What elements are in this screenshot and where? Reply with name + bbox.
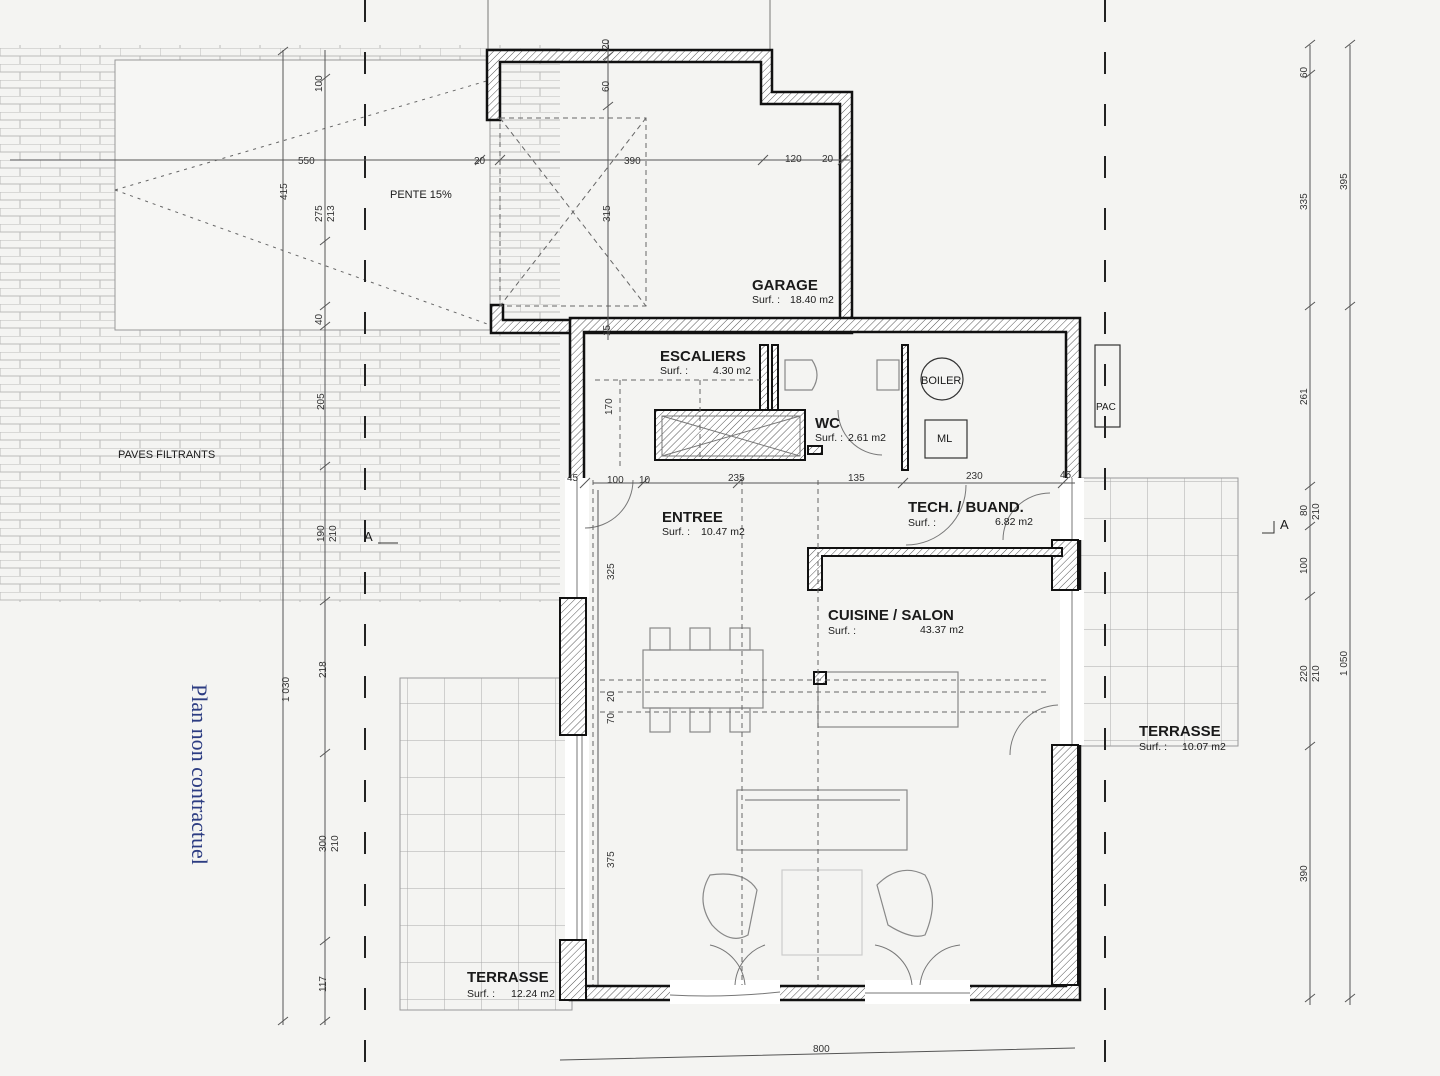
dimension-lines (10, 39, 1356, 1061)
dim-label: 120 (785, 154, 802, 165)
section-marker-left: A (364, 529, 373, 544)
dim-label: 550 (298, 156, 315, 167)
stair-void (654, 409, 806, 461)
dim-label: 390 (1299, 865, 1310, 882)
terrace-right-tiles (1067, 477, 1239, 747)
dim-label: 45 (1060, 470, 1072, 481)
dim-label: 40 (314, 313, 325, 325)
room-name-entree: ENTREE (662, 509, 723, 526)
dim-label: 315 (602, 205, 613, 222)
room-name-cuisine: CUISINE / SALON (828, 607, 954, 624)
dim-label: 170 (604, 398, 615, 415)
dim-label: 100 (607, 475, 624, 486)
room-surface-escaliers: 4.30 m2 (713, 365, 751, 377)
dim-label: 20 (606, 690, 617, 702)
room-name-escaliers: ESCALIERS (660, 348, 746, 365)
dim-label: 210 (1311, 503, 1322, 520)
dim-label: 45 (567, 473, 579, 484)
room-surface-tech: 6.82 m2 (995, 516, 1033, 528)
armchair (876, 869, 934, 937)
room-surf-label: Surf. : (467, 988, 495, 1000)
dim-label: 375 (606, 851, 617, 868)
dim-label: 60 (1299, 66, 1310, 78)
dim-label: 220 (1299, 665, 1310, 682)
dim-label: 205 (316, 393, 327, 410)
dimension-labels: 20 60 550 20 390 120 20 315 15 100 275 2… (279, 38, 1350, 1055)
dim-label: 20 (601, 38, 612, 50)
paving-note: PAVES FILTRANTS (118, 449, 215, 461)
driveway (114, 59, 491, 331)
room-surface-terrasse-left: 12.24 m2 (511, 988, 555, 1000)
dim-label: 395 (1339, 173, 1350, 190)
sofa (736, 789, 908, 851)
dim-label: 230 (966, 471, 983, 482)
dim-label: 100 (314, 75, 325, 92)
dim-label: 235 (728, 473, 745, 484)
room-surface-cuisine: 43.37 m2 (920, 624, 964, 636)
slope-note: PENTE 15% (390, 189, 452, 201)
room-surface-garage: 18.40 m2 (790, 294, 834, 306)
dim-label: 210 (328, 525, 339, 542)
room-surf-label: Surf. : (1139, 741, 1167, 753)
dim-label: 190 (316, 525, 327, 542)
dim-label: 100 (1299, 557, 1310, 574)
dim-label: 210 (1311, 665, 1322, 682)
dim-label: 335 (1299, 193, 1310, 210)
dim-label: 70 (606, 712, 617, 724)
dim-label: 10 (639, 475, 651, 486)
room-surf-label: Surf. : (815, 432, 843, 444)
dim-label: 20 (474, 156, 486, 167)
dim-label: 300 (318, 835, 329, 852)
room-surface-terrasse-right: 10.07 m2 (1182, 741, 1226, 753)
dim-label: 1 050 (1339, 651, 1350, 676)
room-name-terrasse-left: TERRASSE (467, 969, 549, 986)
dim-label: 275 (314, 205, 325, 222)
dim-label: 415 (279, 183, 290, 200)
dim-label: 135 (848, 473, 865, 484)
boiler (920, 357, 964, 401)
room-surface-wc: 2.61 m2 (848, 432, 886, 444)
washing-machine (924, 419, 968, 459)
dim-label: 1 030 (281, 677, 292, 702)
dim-label: 390 (624, 156, 641, 167)
room-name-wc: WC (815, 415, 840, 432)
room-name-terrasse-right: TERRASSE (1139, 723, 1221, 740)
dim-label: 218 (318, 661, 329, 678)
dim-label: 261 (1299, 388, 1310, 405)
dim-label: 800 (813, 1044, 830, 1055)
terrace-left-tiles (399, 677, 573, 1011)
dim-label: 213 (326, 205, 337, 222)
dim-label: 210 (330, 835, 341, 852)
room-name-tech: TECH. / BUAND. (908, 499, 1024, 516)
room-surf-label: Surf. : (660, 365, 688, 377)
dim-label: 117 (318, 976, 329, 992)
watermark: Plan non contractuel (187, 684, 212, 865)
dining-table (642, 649, 764, 709)
heat-pump-label: PAC (1096, 402, 1116, 413)
washing-machine-label: ML (937, 433, 952, 445)
room-name-garage: GARAGE (752, 277, 818, 294)
dim-label: 60 (601, 80, 612, 92)
dim-label: 20 (822, 154, 834, 165)
boiler-label: BOILER (921, 375, 961, 387)
room-surf-label: Surf. : (828, 625, 856, 637)
armchair (702, 873, 758, 939)
room-surf-label: Surf. : (908, 517, 936, 529)
room-surface-entree: 10.47 m2 (701, 526, 745, 538)
section-marker-right: A (1280, 517, 1289, 532)
garage-walls (485, 48, 854, 335)
dim-label: 325 (606, 563, 617, 580)
dim-label: 80 (1299, 504, 1310, 516)
room-surf-label: Surf. : (662, 526, 690, 538)
room-surf-label: Surf. : (752, 294, 780, 306)
dim-label: 15 (602, 324, 613, 336)
